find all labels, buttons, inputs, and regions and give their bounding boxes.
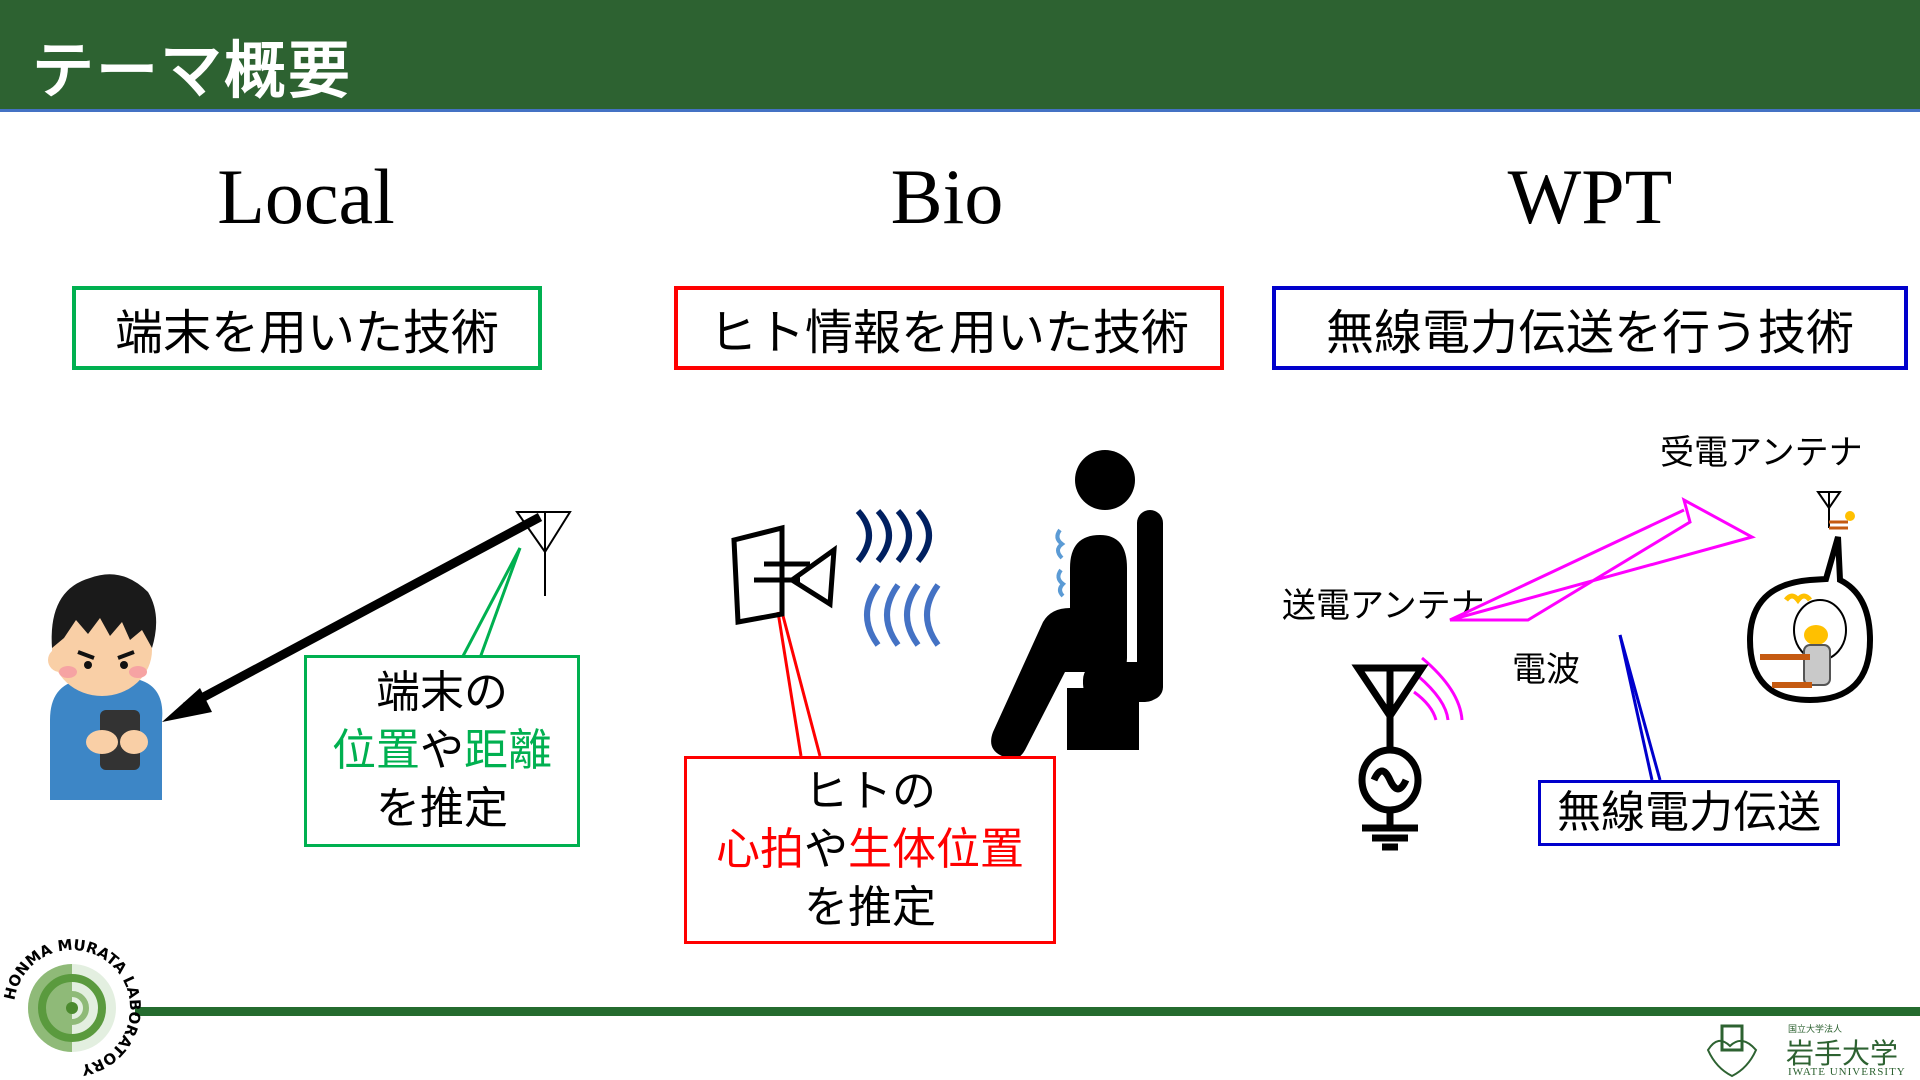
subtitle-box-bio: ヒト情報を用いた技術 (674, 286, 1224, 370)
callout-local-line2: 位置や距離 (332, 725, 552, 776)
radar-antenna-icon (731, 524, 837, 625)
callout-local: 端末の 位置や距離 を推定 (304, 655, 580, 847)
wave-label: 電波 (1512, 650, 1580, 690)
column-title-bio: Bio (890, 153, 1004, 240)
university-logo: 国立大学法人 岩手大学 IWATE UNIVERSITY (1700, 1020, 1920, 1080)
callout-bio-line2: 心拍や生体位置 (716, 824, 1024, 875)
sitting-person-icon (991, 450, 1163, 759)
university-en: IWATE UNIVERSITY (1788, 1066, 1906, 1078)
university-name: 岩手大学 (1786, 1037, 1899, 1070)
footer-divider (135, 1007, 1920, 1016)
university-emblem-icon (1706, 1024, 1758, 1078)
callout-bio: ヒトの 心拍や生体位置 を推定 (684, 756, 1056, 944)
subtitle-box-wpt: 無線電力伝送を行う技術 (1272, 286, 1908, 370)
light-bulb-icon (1746, 536, 1874, 704)
slide-header: テーマ概要 (0, 0, 1920, 112)
subtitle-box-local: 端末を用いた技術 (72, 286, 542, 370)
lab-logo-icon: HONMA MURATA LABORATORY (0, 936, 144, 1080)
subtitle-local: 端末を用いた技術 (114, 305, 499, 361)
university-sub: 国立大学法人 (1788, 1025, 1843, 1035)
rx-antenna-label: 受電アンテナ (1660, 433, 1863, 473)
slide-title: テーマ概要 (32, 34, 353, 107)
column-title-local: Local (217, 153, 395, 240)
subtitle-bio: ヒト情報を用いた技術 (708, 305, 1189, 361)
callout-wpt-text: 無線電力伝送 (1557, 787, 1821, 838)
callout-bio-line1: ヒトの (804, 766, 936, 817)
callout-local-line1: 端末の (376, 667, 508, 718)
person-with-smartphone-illustration (48, 574, 163, 800)
callout-bio-line3: を推定 (804, 882, 936, 933)
antenna-icon (515, 511, 572, 596)
tx-antenna-ac-source-icon (1351, 664, 1429, 851)
callout-local-line3: を推定 (376, 783, 508, 834)
radio-waves-icon (855, 508, 941, 647)
column-title-wpt: WPT (1507, 153, 1673, 240)
callout-wpt: 無線電力伝送 (1538, 780, 1840, 846)
subtitle-wpt: 無線電力伝送を行う技術 (1325, 305, 1854, 361)
